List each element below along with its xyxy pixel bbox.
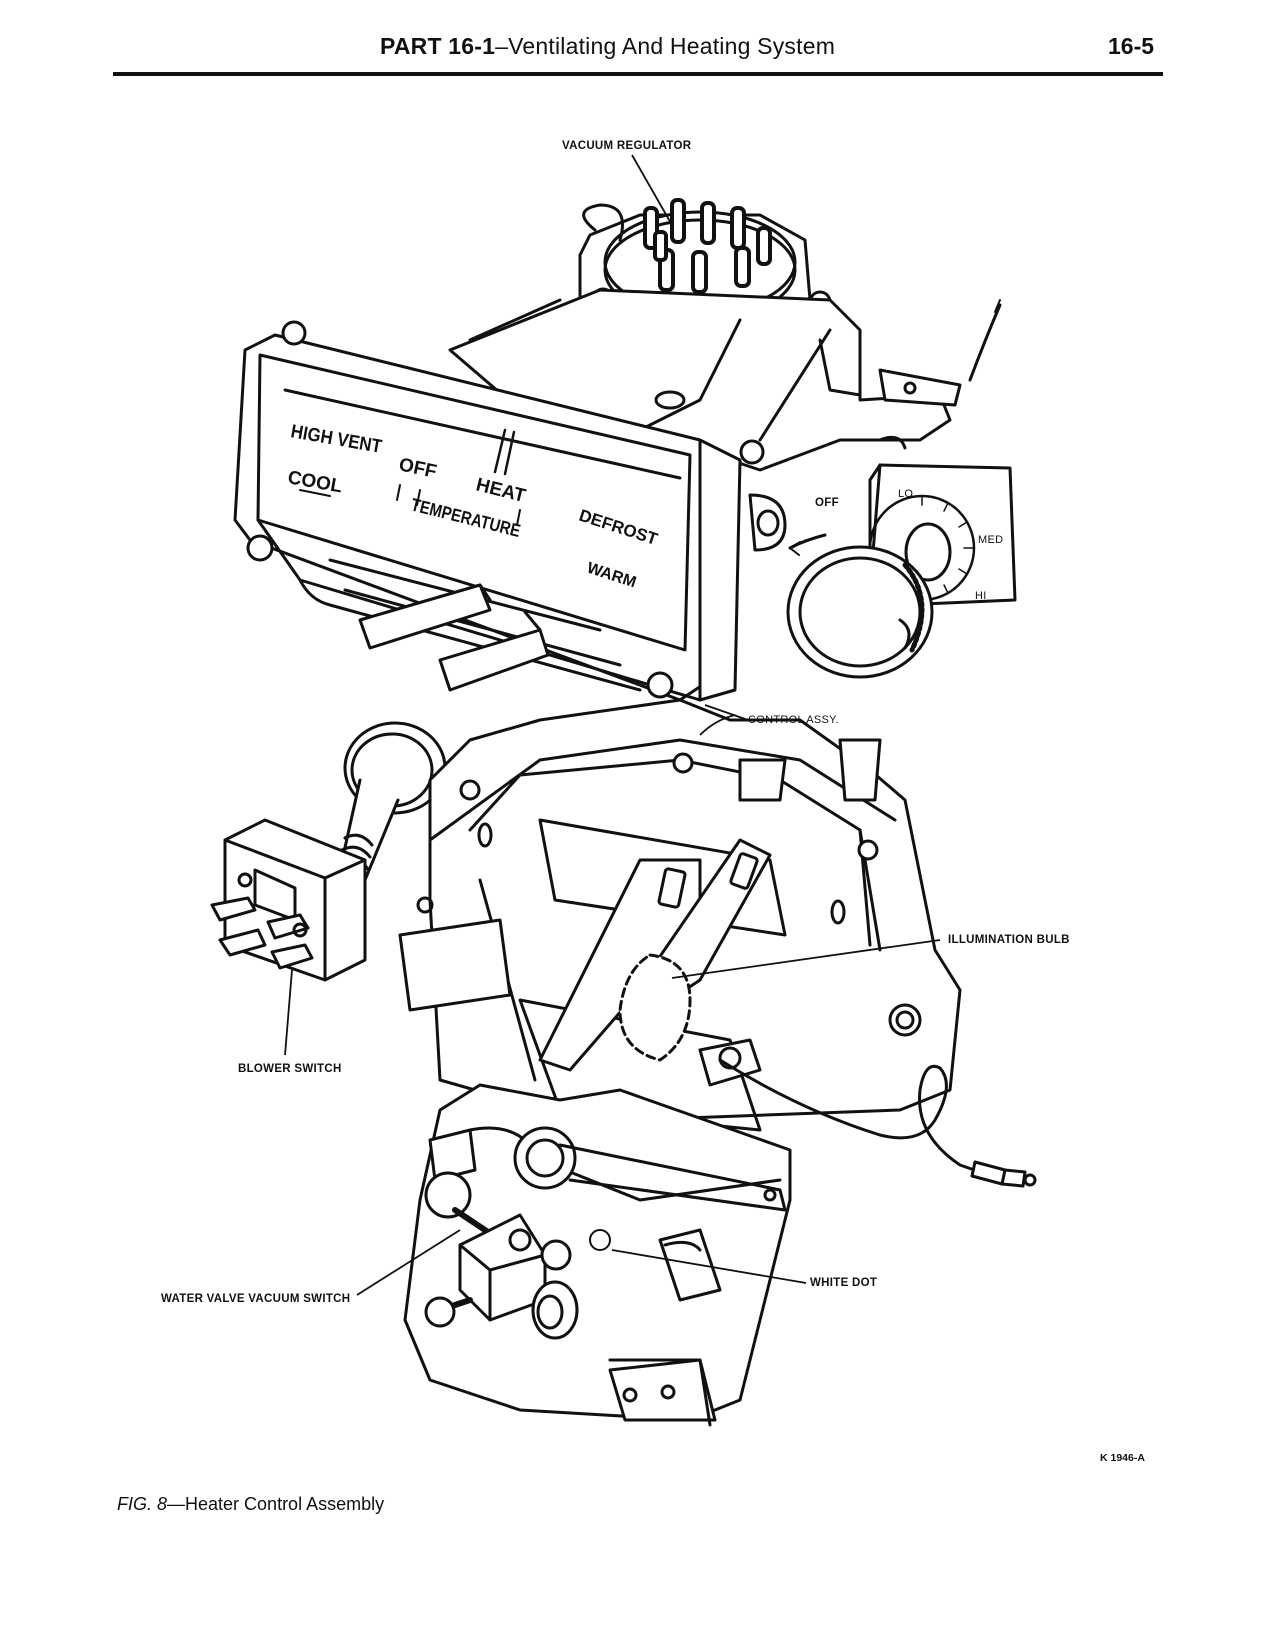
label-med: MED xyxy=(978,534,1004,546)
header-rule xyxy=(113,72,1163,76)
water-valve-vacuum-switch xyxy=(424,1171,611,1340)
header-part: PART 16-1 xyxy=(380,33,496,59)
label-vacuum-regulator: VACUUM REGULATOR xyxy=(562,140,692,152)
label-illumination-bulb: ILLUMINATION BULB xyxy=(948,934,1070,946)
figure-caption: FIG. 8—Heater Control Assembly xyxy=(117,1494,384,1515)
illumination-wire xyxy=(718,1058,1037,1188)
label-lo: LO xyxy=(898,488,914,500)
vacuum-regulator xyxy=(578,198,832,347)
lower-mounting-plate xyxy=(403,1083,792,1427)
figure-reference-code: K 1946-A xyxy=(1100,1452,1145,1464)
page-header-title: PART 16-1–Ventilating And Heating System xyxy=(380,33,835,60)
figure-caption-text: —Heater Control Assembly xyxy=(167,1494,385,1514)
label-hi: HI xyxy=(975,590,987,602)
figure-number: FIG. 8 xyxy=(117,1494,168,1514)
header-section: –Ventilating And Heating System xyxy=(495,33,836,59)
label-control-assy: CONTROL ASSY. xyxy=(748,714,839,726)
blower-control-knob xyxy=(786,463,1017,679)
leader-lines xyxy=(284,154,941,1296)
label-white-dot: WHITE DOT xyxy=(810,1277,878,1289)
blower-switch xyxy=(210,721,447,982)
label-off: OFF xyxy=(815,497,839,509)
control-panel-faceplate xyxy=(233,320,787,702)
label-water-valve-vacuum-switch: WATER VALVE VACUUM SWITCH xyxy=(161,1293,351,1305)
label-blower-switch: BLOWER SWITCH xyxy=(238,1063,342,1075)
page-number: 16-5 xyxy=(1108,33,1155,59)
upper-bracket-frame xyxy=(448,288,1002,472)
